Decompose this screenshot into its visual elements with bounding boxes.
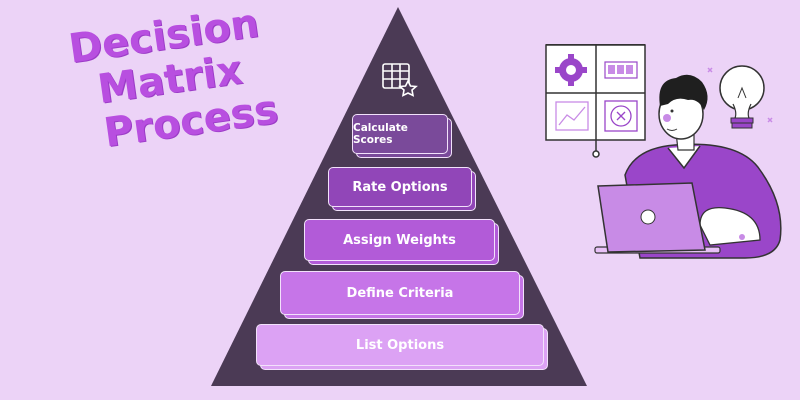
step-label: Calculate Scores (353, 122, 408, 146)
step-label: Rate Options (352, 179, 448, 195)
x-circle-icon (604, 100, 638, 132)
lightbulb-icon (707, 65, 773, 129)
line-chart-icon (555, 101, 589, 131)
step-define-criteria: Define Criteria (280, 271, 520, 315)
gear-icon (555, 54, 587, 86)
step-label: Define Criteria (346, 285, 454, 301)
person-hair (659, 74, 708, 110)
person-arm (699, 206, 761, 246)
slider-icon (604, 61, 638, 79)
step-label: List Options (355, 337, 445, 353)
step-list-options: List Options (256, 324, 544, 366)
step-assign-weights: Assign Weights (304, 219, 495, 261)
person-illustration (594, 74, 782, 259)
step-label: Assign Weights (343, 232, 456, 248)
table-star-icon (382, 63, 418, 97)
step-rate-options: Rate Options (328, 167, 472, 207)
step-calculate-scores: Calculate Scores (352, 114, 448, 154)
presentation-board (545, 44, 646, 158)
